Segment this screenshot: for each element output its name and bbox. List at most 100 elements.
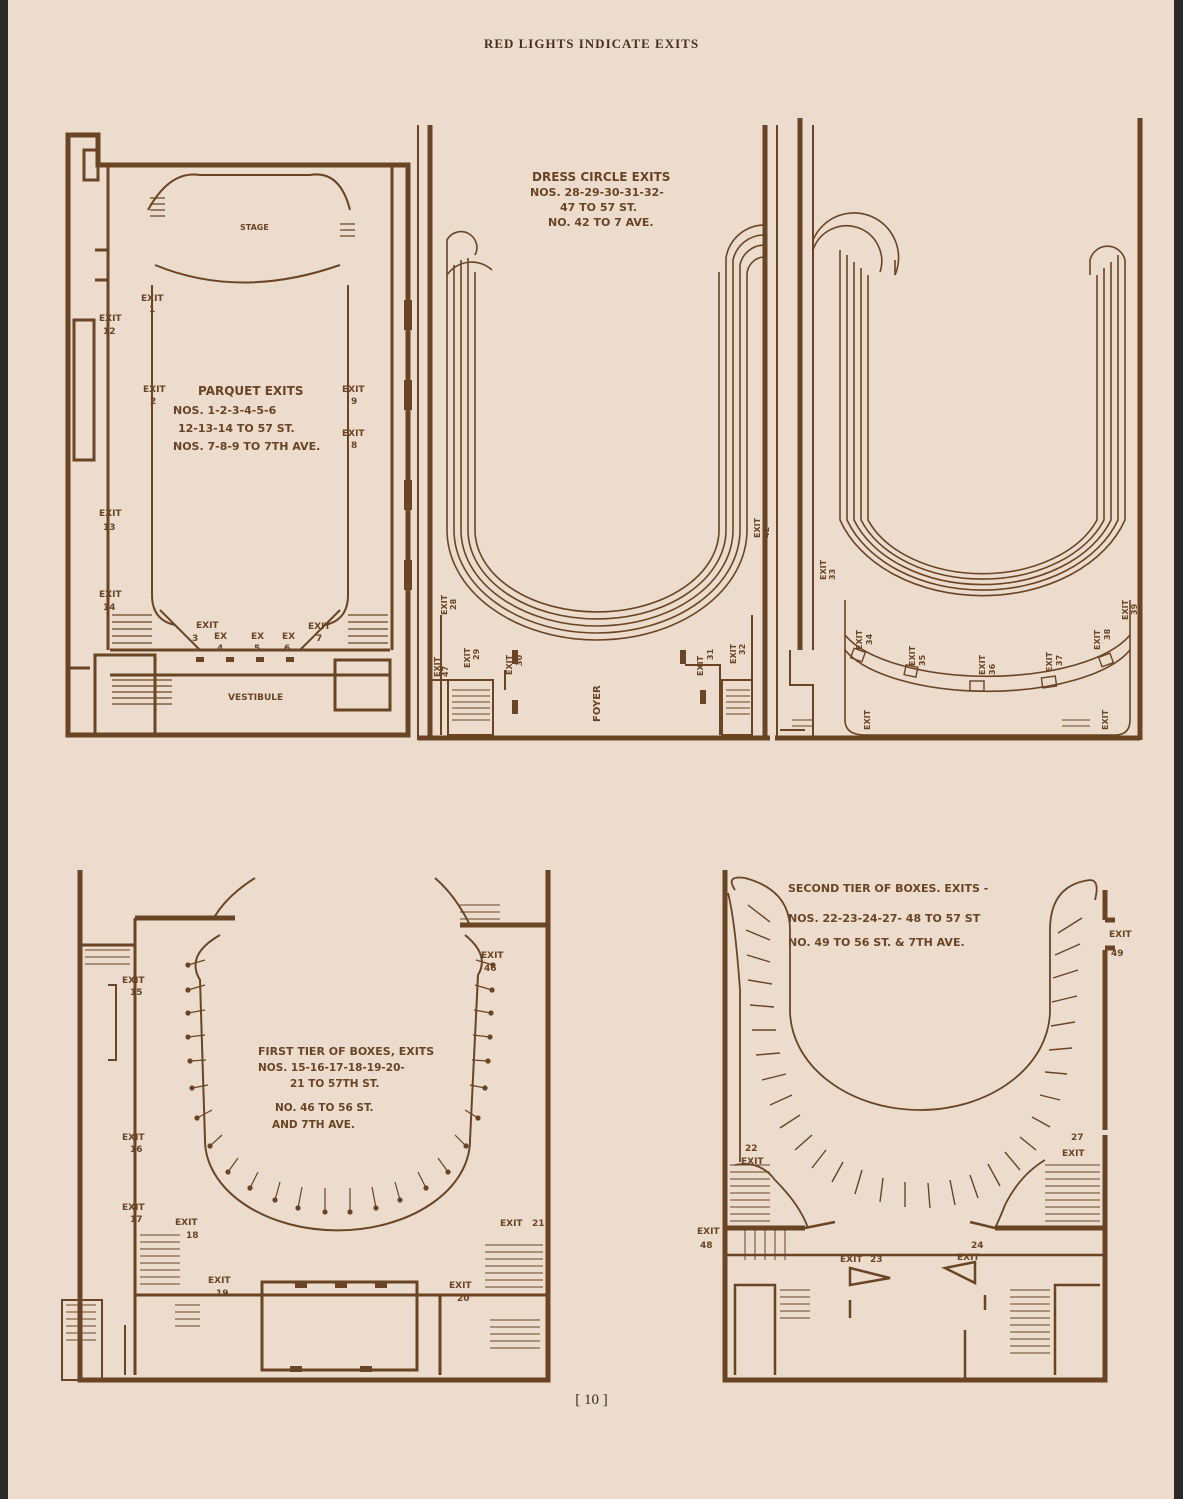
dress-circle-line-1: NOS. 28-29-30-31-32- [530,186,664,199]
exit-3-label: EXIT [196,621,219,631]
dress-circle-line-3: NO. 42 TO 7 AVE. [548,216,654,229]
exit-39-label: EXIT [1121,599,1130,620]
exit-17-number: 17 [130,1215,143,1225]
exit-47-number: 47 [441,666,450,677]
exit-34-label: EXIT [855,629,864,650]
exit-21-number: 21 [532,1219,545,1229]
exit-5-label: EX [251,632,264,642]
exit-4-label: EX [214,632,227,642]
exit-30-number: 30 [515,654,524,666]
exit-27-label: EXIT [1062,1149,1085,1159]
exit-left-lower-label: EXIT [863,709,872,730]
exit-7-label: EXIT [308,622,331,632]
exit-14-label: EXIT [99,590,122,600]
exit-8-number: 8 [351,441,357,451]
exit-17-label: EXIT [122,1203,145,1213]
exit-24-label: EXIT [957,1253,980,1263]
exit-23-label: EXIT [840,1255,863,1265]
exit-38-label: EXIT [1093,629,1102,650]
exit-16-number: 16 [130,1145,143,1155]
exit-47-label: EXIT [433,656,442,677]
exit-35-number: 35 [918,654,927,666]
parquet-title: PARQUET EXITS [198,384,303,398]
exit-14-number: 14 [103,603,116,613]
first-tier-line-4: AND 7TH AVE. [272,1119,355,1131]
exit-2-number: 2 [150,397,156,407]
exit-12-label: EXIT [99,314,122,324]
exit-15-label: EXIT [122,976,145,986]
exit-3-number: 3 [192,634,198,644]
exit-29-label: EXIT [463,647,472,668]
exit-27-number: 27 [1071,1133,1084,1143]
exit-48-number: 48 [700,1241,713,1251]
first-tier-line-2: 21 TO 57TH ST. [290,1078,379,1090]
exit-7-number: 7 [316,634,322,644]
exit-35-label: EXIT [908,645,917,666]
parquet-line-2: 12-13-14 TO 57 ST. [178,422,295,435]
exit-30-label: EXIT [505,654,514,675]
exit-6-number: 6 [284,644,290,654]
exit-42-label: EXIT [753,517,762,538]
second-tier-plan: SECOND TIER OF BOXES. EXITS - NOS. 22-23… [697,870,1132,1383]
exit-16-label: EXIT [122,1133,145,1143]
exit-2-label: EXIT [143,385,166,395]
label-stage: STAGE [240,223,269,232]
exit-37-label: EXIT [1045,651,1054,672]
exit-23-number: 23 [870,1255,883,1265]
exit-12-number: 12 [103,327,116,337]
exit-6-label: EX [282,632,295,642]
exit-28-number: 28 [449,598,458,610]
exit-46-number: 46 [484,964,497,974]
exit-18-label: EXIT [175,1218,198,1228]
exit-right-lower-label: EXIT [1101,709,1110,730]
first-tier-title: FIRST TIER OF BOXES, EXITS [258,1045,434,1058]
exit-34-number: 34 [865,633,874,645]
exit-31-number: 31 [706,648,715,660]
exit-36-number: 36 [988,663,997,675]
exit-18-number: 18 [186,1231,199,1241]
exit-49-number: 49 [1111,949,1124,959]
exit-48-label: EXIT [697,1227,720,1237]
exit-36-label: EXIT [978,654,987,675]
first-tier-plan: FIRST TIER OF BOXES, EXITS NOS. 15-16-17… [61,870,551,1383]
second-tier-line-1: NOS. 22-23-24-27- 48 TO 57 ST [788,912,981,925]
exit-38-number: 38 [1103,628,1112,640]
first-tier-line-1: NOS. 15-16-17-18-19-20- [258,1062,405,1074]
exit-9-number: 9 [351,397,357,407]
exit-8-label: EXIT [342,429,365,439]
second-tier-title: SECOND TIER OF BOXES. EXITS - [788,882,988,895]
exit-5-number: 5 [254,644,260,654]
exit-33-label: EXIT [819,559,828,580]
parquet-line-1: NOS. 1-2-3-4-5-6 [173,404,277,417]
exit-19-number: 19 [216,1289,229,1299]
exit-21-label: EXIT [500,1219,523,1229]
exit-49-label: EXIT [1109,930,1132,940]
second-tier-line-2: NO. 49 TO 56 ST. & 7TH AVE. [788,936,965,949]
exit-13-label: EXIT [99,509,122,519]
exit-32-label: EXIT [729,643,738,664]
exit-13-number: 13 [103,523,116,533]
exit-29-number: 29 [472,648,481,660]
exit-37-number: 37 [1055,655,1064,666]
exit-15-number: 15 [130,988,143,998]
dress-circle-plan: DRESS CIRCLE EXITS NOS. 28-29-30-31-32- … [417,118,1143,741]
exit-22-number: 22 [745,1144,758,1154]
exit-28-label: EXIT [440,594,449,615]
exit-46-label: EXIT [481,951,504,961]
dress-circle-line-2: 47 TO 57 ST. [560,201,637,214]
label-foyer: FOYER [592,685,603,722]
exit-22-label: EXIT [741,1157,764,1167]
exit-33-number: 33 [828,569,837,580]
page-number: [ 10 ] [575,1392,608,1408]
page-background [8,0,1174,1499]
parquet-line-3: NOS. 7-8-9 TO 7TH AVE. [173,440,320,453]
exit-4-number: 4 [217,644,223,654]
exit-20-number: 20 [457,1294,470,1304]
label-vestibule: VESTIBULE [228,693,283,703]
exit-20-label: EXIT [449,1281,472,1291]
first-tier-line-3: NO. 46 TO 56 ST. [275,1102,374,1114]
page-header: RED LIGHTS INDICATE EXITS [483,36,700,51]
exit-31-label: EXIT [696,655,705,676]
exit-1-label: EXIT [141,294,164,304]
